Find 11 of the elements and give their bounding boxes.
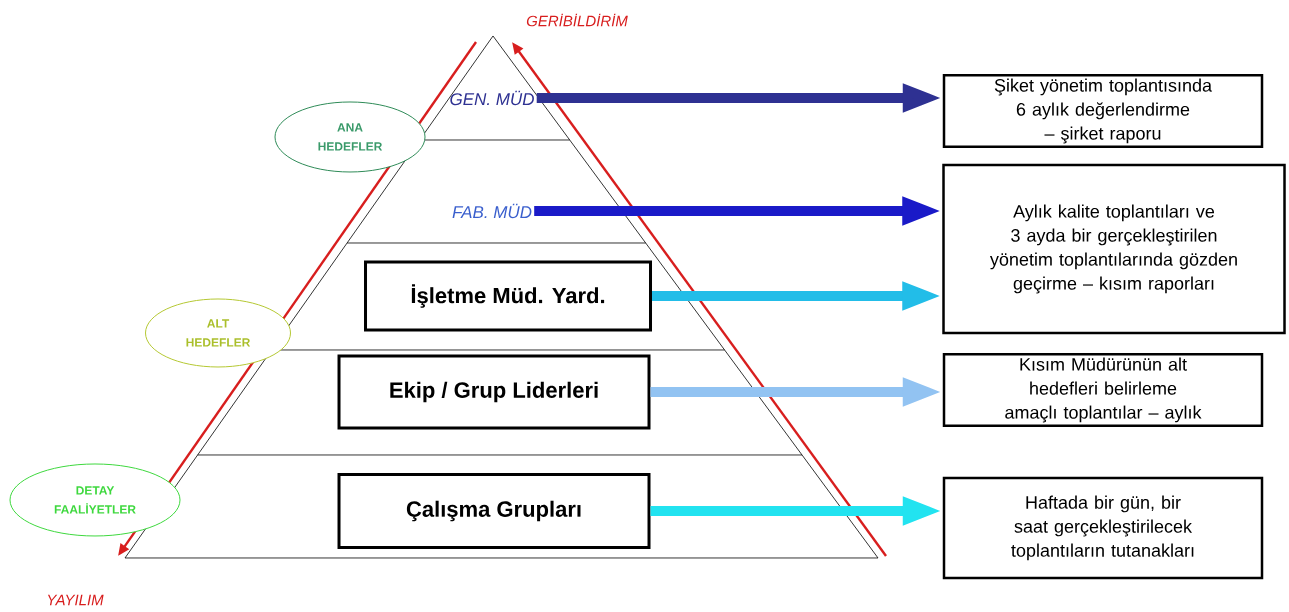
level-box: Çalışma Grupları	[337, 473, 651, 549]
level-box: İşletme Müd. Yard.	[364, 260, 652, 332]
level-label: GEN. MÜD	[450, 90, 534, 106]
note-box: Kısım Müdürünün alt hedefleri belirleme amaçlı toplantılar – aylık	[942, 352, 1264, 427]
flow-label: YAYILIM	[47, 594, 104, 606]
level-label: FAB. MÜD	[452, 203, 532, 219]
flow-label: GERİBİLDİRİM	[526, 13, 628, 27]
note-box: Şiket yönetim toplantısında 6 aylık değerlendirme – şirket raporu	[942, 73, 1264, 148]
note-box: Aylık kalite toplantıları ve 3 ayda bir gerçekleştirilen yönetim toplantılarında gözden geçirme – kısım raporları	[942, 163, 1286, 335]
level-box: Ekip / Grup Liderleri	[337, 354, 651, 430]
note-box: Haftada bir gün, bir saat gerçekleştirilecek toplantıların tutanakları	[942, 476, 1264, 580]
